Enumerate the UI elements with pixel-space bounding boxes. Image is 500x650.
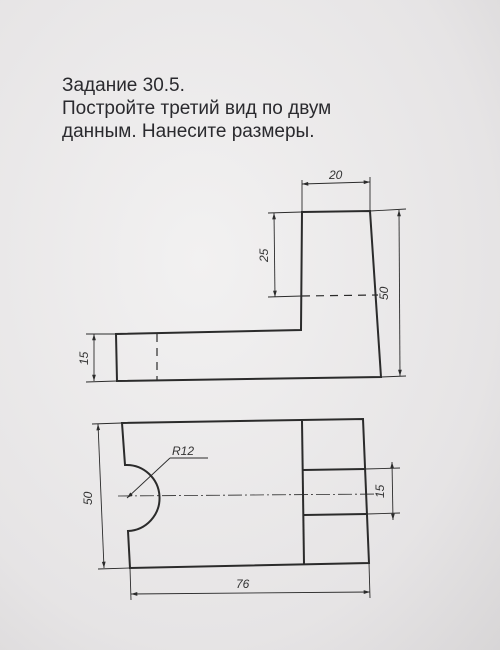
top-center-line [117,493,383,497]
top-slot-line-lower [303,513,368,516]
dim-25-ext-top [267,211,303,214]
dim-25-ext-bottom [267,295,303,298]
label-front-height: 50 [377,286,391,300]
task-line-2: данным. Нанесите размеры. [62,121,315,142]
dim-top-50-line [96,423,106,569]
dim-76-line [130,590,371,596]
dim-50-ext-top [369,208,407,212]
top-view-outline [120,417,371,570]
label-front-width: 20 [328,168,343,182]
dim-76-ext-left [129,567,132,601]
task-statement: Задание 30.5. Постройте третий вид по дв… [62,74,482,143]
top-vertical-edge [301,420,305,565]
dim-20-line [301,180,371,186]
front-view-labels: 20 25 50 15 [77,168,391,365]
dim-25-line [272,212,277,298]
dim-76-ext-right [368,562,371,599]
label-top-radius: R12 [172,444,194,458]
label-top-height: 50 [81,491,95,505]
task-line-1: Постройте третий вид по двум [62,98,332,119]
task-title: Задание 30.5. [62,75,185,96]
front-view [85,177,407,383]
label-front-depth: 25 [257,248,271,263]
label-top-length: 76 [236,577,250,591]
dim-top-50-ext-bottom [97,567,131,570]
dim-50-line [397,209,402,377]
top-view [91,417,401,601]
dim-top-15-line [390,461,395,521]
top-view-labels: R12 50 15 76 [81,444,387,591]
dim-50-ext-bottom [380,375,407,378]
front-view-outline [114,209,383,383]
front-hidden-line-horizontal [301,294,379,297]
dim-top-15-ext-top [364,467,401,470]
radius-leader [126,457,171,499]
dim-top-15-ext-bottom [366,512,401,515]
dim-top-50-ext-top [91,422,123,425]
label-front-base: 15 [77,351,91,365]
top-slot-line-upper [302,468,366,471]
label-top-slot: 15 [373,484,387,498]
dim-15-ext-bottom [85,380,118,383]
